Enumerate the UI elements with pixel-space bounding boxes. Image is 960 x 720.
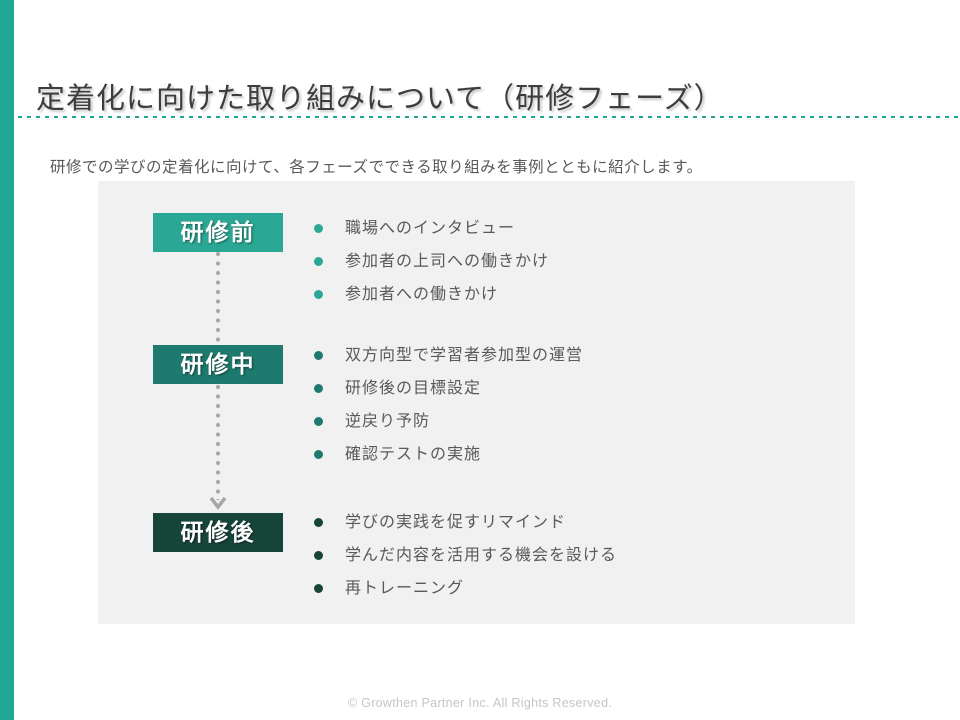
bullet-icon [314, 518, 323, 527]
arrow-down-icon [208, 496, 228, 515]
list-item: 確認テストの実施 [310, 438, 830, 471]
list-item: 参加者の上司への働きかけ [310, 245, 830, 278]
bullet-text: 確認テストの実施 [345, 446, 482, 463]
bullet-icon [314, 224, 323, 233]
pre-training-items: 職場へのインタビュー 参加者の上司への働きかけ 参加者への働きかけ [310, 212, 830, 311]
bullet-icon [314, 551, 323, 560]
bullet-text: 再トレーニング [345, 580, 465, 597]
left-accent-bar [0, 0, 14, 720]
bullet-icon [314, 417, 323, 426]
bullet-icon [314, 351, 323, 360]
phase-box-post-training: 研修後 [153, 513, 283, 552]
title-dashed-divider [0, 116, 960, 118]
list-item: 再トレーニング [310, 572, 830, 605]
bullet-text: 研修後の目標設定 [345, 380, 482, 397]
bullet-text: 学びの実践を促すリマインド [345, 514, 567, 531]
list-item: 学びの実践を促すリマインド [310, 506, 830, 539]
bullet-icon [314, 257, 323, 266]
list-item: 逆戻り予防 [310, 405, 830, 438]
list-item: 研修後の目標設定 [310, 372, 830, 405]
slide-subtitle: 研修での学びの定着化に向けて、各フェーズでできる取り組みを事例とともに紹介します… [50, 158, 703, 176]
bullet-icon [314, 584, 323, 593]
list-item: 参加者への働きかけ [310, 278, 830, 311]
during-training-items: 双方向型で学習者参加型の運営 研修後の目標設定 逆戻り予防 確認テストの実施 [310, 339, 830, 471]
bullet-text: 双方向型で学習者参加型の運営 [345, 347, 584, 364]
phase-box-during-training: 研修中 [153, 345, 283, 384]
bullet-text: 職場へのインタビュー [345, 220, 516, 237]
bullet-text: 学んだ内容を活用する機会を設ける [345, 547, 618, 564]
copyright-footer: © Growthen Partner Inc. All Rights Reser… [347, 696, 613, 710]
bullet-icon [314, 290, 323, 299]
bullet-text: 逆戻り予防 [345, 413, 431, 430]
bullet-text: 参加者への働きかけ [345, 286, 499, 303]
phase-box-pre-training: 研修前 [153, 213, 283, 252]
bullet-icon [314, 384, 323, 393]
slide-title: 定着化に向けた取り組みについて（研修フェーズ） [36, 83, 724, 116]
list-item: 学んだ内容を活用する機会を設ける [310, 539, 830, 572]
post-training-items: 学びの実践を促すリマインド 学んだ内容を活用する機会を設ける 再トレーニング [310, 506, 830, 605]
list-item: 職場へのインタビュー [310, 212, 830, 245]
bullet-text: 参加者の上司への働きかけ [345, 253, 550, 270]
list-item: 双方向型で学習者参加型の運営 [310, 339, 830, 372]
bullet-icon [314, 450, 323, 459]
